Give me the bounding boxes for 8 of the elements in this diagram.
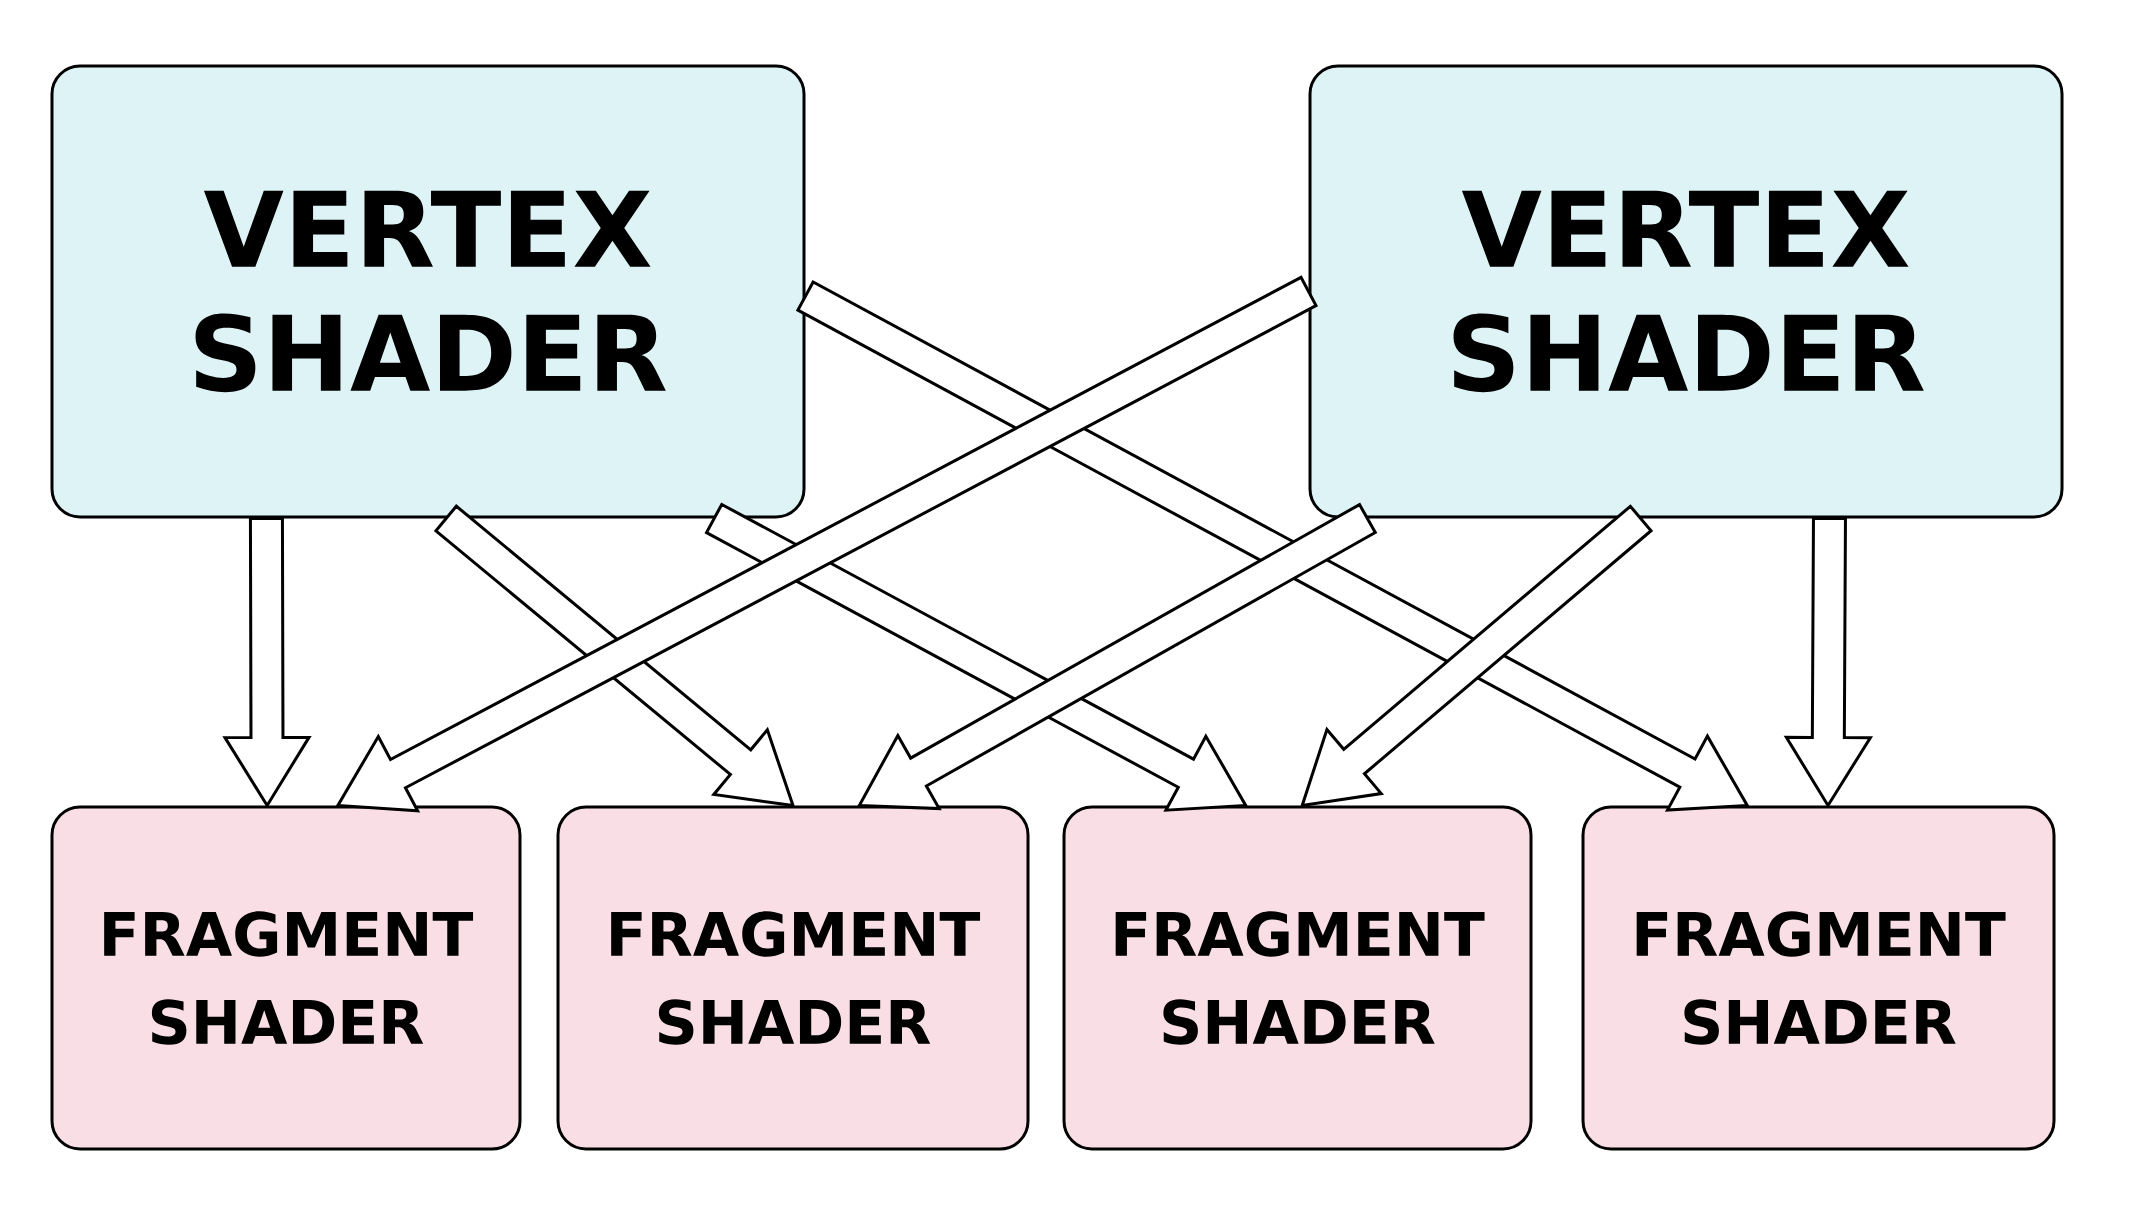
process-box: VERTEX SHADER: [50, 64, 806, 519]
process-box: FRAGMENT SHADER: [1581, 805, 2056, 1151]
process-box: FRAGMENT SHADER: [50, 805, 522, 1151]
process-box: FRAGMENT SHADER: [1062, 805, 1533, 1151]
process-box: VERTEX SHADER: [1308, 64, 2064, 519]
block-arrow: [222, 516, 312, 809]
process-box: FRAGMENT SHADER: [556, 805, 1030, 1151]
block-arrow: [1783, 516, 1874, 809]
